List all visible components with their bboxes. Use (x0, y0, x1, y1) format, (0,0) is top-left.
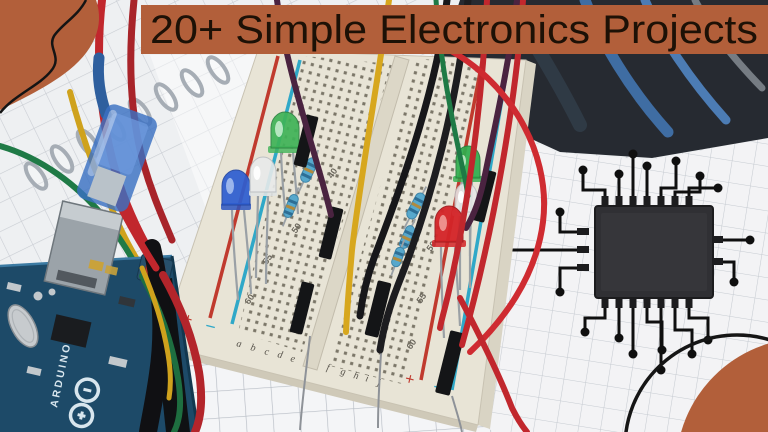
wire-black-bundle (139, 239, 171, 432)
led-leg (439, 246, 446, 339)
wire-red (159, 271, 206, 432)
wire-yellow (343, 0, 392, 335)
coil (179, 68, 205, 98)
resistor (281, 187, 300, 227)
column-label: i (364, 373, 370, 384)
row-numbers: 40 50 55 60 50 55 60 (242, 166, 438, 351)
column-label: g (339, 366, 347, 378)
wire-red (425, 37, 548, 355)
banner-title: 20+ Simple Electronics Projects (150, 8, 758, 52)
column-label: e (289, 353, 297, 365)
usb-cable-wire (92, 52, 112, 120)
arduino-infinity-logo (68, 377, 101, 429)
outline-circle (624, 333, 768, 432)
led-leg (254, 195, 260, 279)
led-blue (221, 169, 253, 301)
led-white-left (249, 156, 277, 285)
arduino-ic (50, 314, 92, 348)
plus-label: + (403, 370, 416, 389)
coil (23, 161, 49, 191)
breadboard-right-face (478, 60, 536, 429)
arduino-gold-pads (88, 259, 119, 276)
arduino-usb-port (43, 200, 125, 296)
wire-black (356, 0, 451, 320)
corner-blob (0, 0, 100, 110)
led-green-left (268, 111, 302, 219)
jumper-header (435, 330, 465, 396)
arduino-small-components (6, 282, 136, 376)
jumper-header (318, 206, 344, 260)
led-leg (264, 195, 270, 285)
jumper-header (364, 280, 392, 338)
row-number: 50 (289, 221, 303, 235)
led-leg (242, 209, 253, 295)
wire-red (457, 295, 530, 432)
microchip-icon (499, 149, 755, 375)
resistors (281, 149, 428, 277)
arduino-crystal (7, 304, 39, 348)
jumper-header (293, 114, 319, 168)
resistor (390, 239, 406, 277)
row-number: 60 (242, 292, 256, 306)
column-label: b (249, 342, 257, 354)
corner-circle (681, 343, 768, 432)
banner-background (141, 5, 768, 54)
usb-connector (77, 104, 157, 212)
led-leg (291, 151, 300, 215)
row-number: 40 (325, 166, 339, 180)
row-number: 55 (414, 291, 428, 305)
squiggle-line (0, 0, 88, 114)
usb-cable (77, 52, 157, 212)
wire-yellow (139, 265, 173, 401)
column-label: f (325, 362, 332, 374)
column-label: a (235, 338, 243, 350)
column-label: c (263, 346, 271, 358)
minus-label: − (203, 315, 218, 337)
jumper-header (289, 281, 315, 335)
led-leg (230, 209, 240, 301)
resistor (402, 186, 428, 230)
column-labels: a b c d e f g h i j (235, 338, 382, 388)
column-label: d (276, 349, 284, 361)
column-label: h (352, 370, 360, 382)
chip-pins (577, 196, 723, 308)
wire-red (437, 0, 490, 331)
column-label: j (374, 377, 382, 389)
breadboard-bottom-face (157, 345, 478, 432)
wire-black (376, 0, 472, 354)
coil (205, 55, 231, 85)
coil (49, 144, 75, 174)
coil (153, 82, 179, 112)
row-number: 60 (404, 337, 418, 351)
title-banner: 20+ Simple Electronics Projects (141, 5, 768, 54)
hole-grid-left (238, 56, 392, 352)
